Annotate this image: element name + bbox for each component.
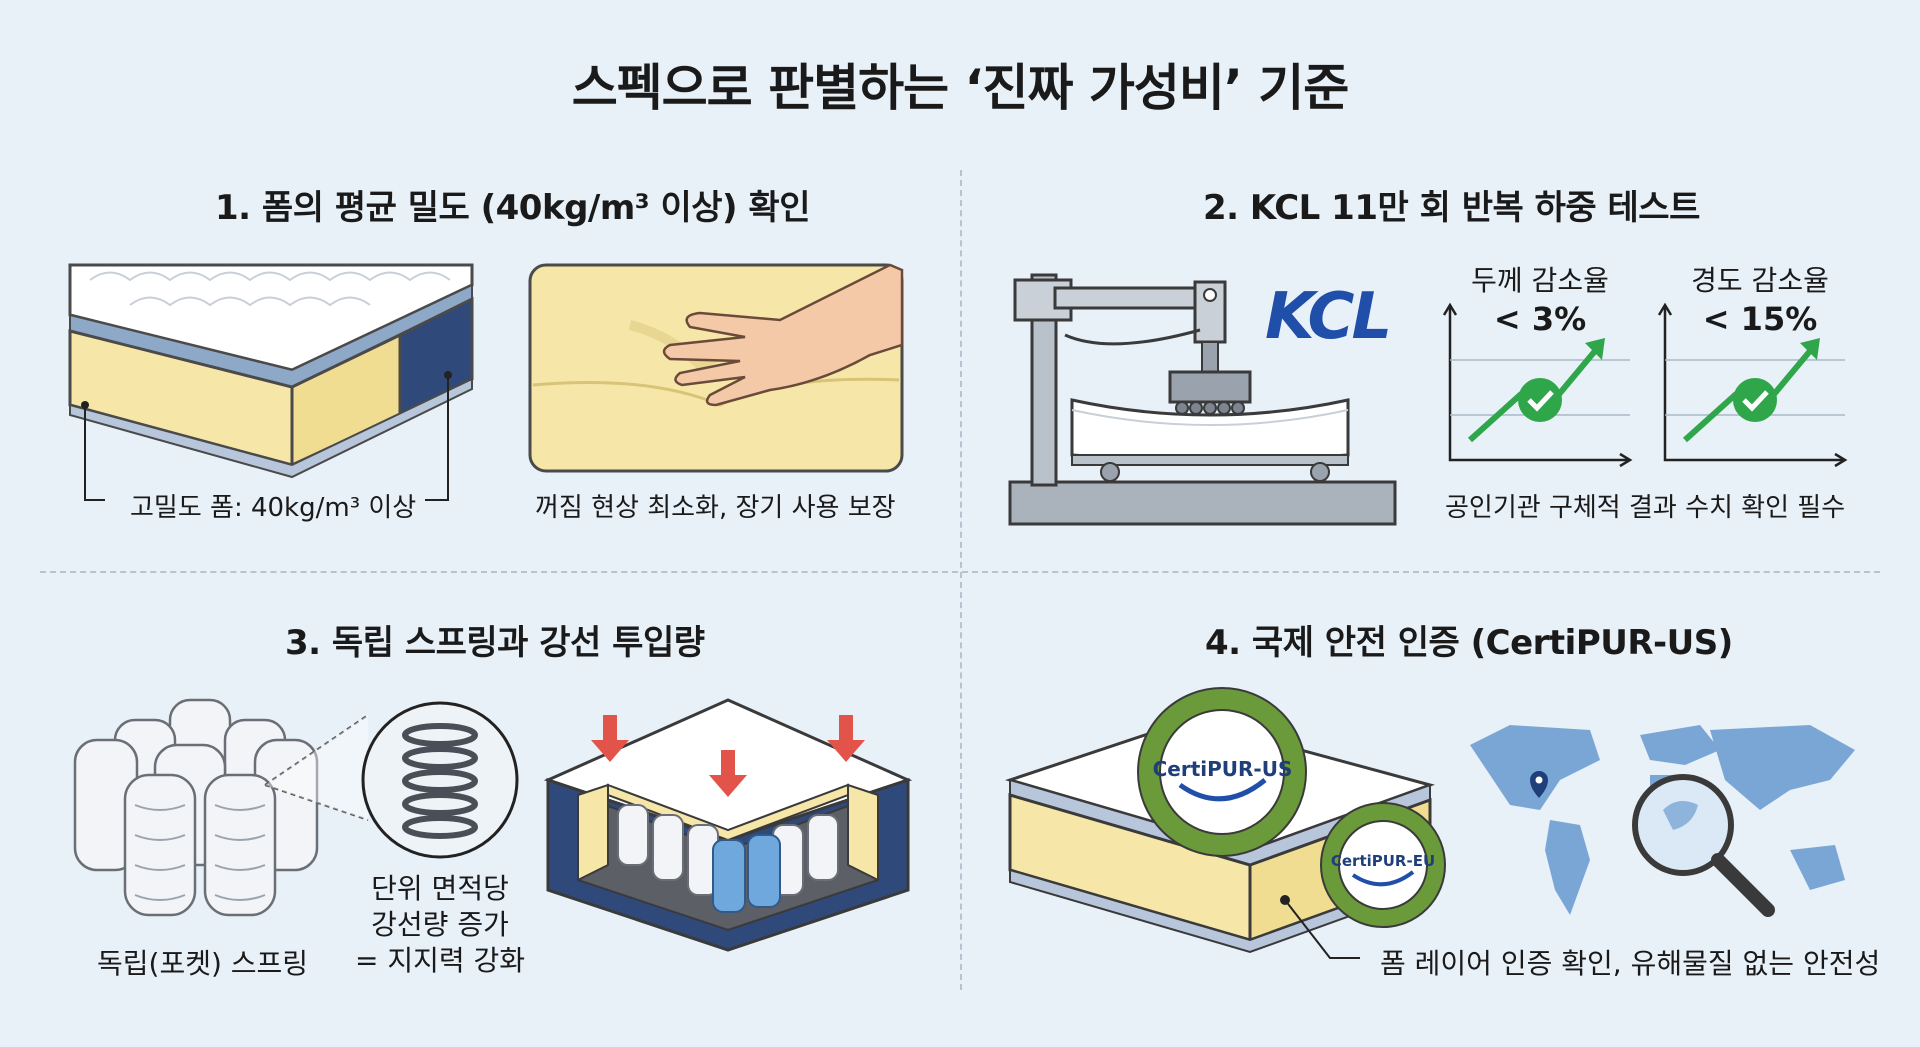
- metric-2-value: < 15%: [1702, 300, 1818, 338]
- spring-coil-zoom-illustration: [361, 701, 519, 859]
- kcl-logo: KCL: [1265, 280, 1392, 354]
- horizontal-divider: [40, 571, 1880, 573]
- section-1-caption-density: 고밀도 폼: 40kg/m³ 이상: [130, 493, 417, 523]
- page-title: 스펙으로 판별하는 ‘진짜 가성비’ 기준: [571, 59, 1350, 117]
- section-3-caption-line-2: 강선량 증가: [371, 908, 509, 941]
- certipur-eu-badge-ring: [1320, 802, 1446, 928]
- load-test-machine-illustration: [1008, 273, 1397, 526]
- spring-mattress-cutaway-illustration: [543, 698, 913, 952]
- section-4-caption: 폼 레이어 인증 확인, 유해물질 없는 안전성: [1380, 947, 1881, 980]
- metric-1-chart: [1442, 302, 1633, 468]
- metric-1-label: 두께 감소율: [1471, 264, 1609, 297]
- section-3-caption-pocket: 독립(포켓) 스프링: [97, 947, 309, 980]
- certipur-us-badge-ring: [1137, 687, 1307, 857]
- zoom-cone-lines: [264, 714, 369, 821]
- section-2-title: 2. KCL 11만 회 반복 하중 테스트: [1203, 188, 1700, 228]
- metric-1-value: < 3%: [1493, 300, 1587, 338]
- pocket-springs-illustration: [73, 698, 319, 917]
- hand-pressing-foam-illustration: [528, 263, 904, 473]
- magnifying-glass-icon: [1632, 774, 1775, 917]
- section-3-title: 3. 독립 스프링과 강선 투입량: [285, 623, 705, 663]
- metric-2-chart: [1657, 302, 1848, 468]
- section-3-caption-line-1: 단위 면적당: [371, 872, 509, 905]
- section-2-caption: 공인기관 구체적 결과 수치 확인 필수: [1445, 493, 1846, 523]
- section-1-title: 1. 폼의 평균 밀도 (40kg/m³ 이상) 확인: [215, 188, 810, 228]
- section-4-title: 4. 국제 안전 인증 (CertiPUR-US): [1205, 623, 1733, 663]
- certipur-eu-badge-text: CertiPUR-EU: [1330, 852, 1436, 870]
- metric-2-label: 경도 감소율: [1691, 264, 1829, 297]
- vertical-divider: [960, 170, 962, 990]
- section-1-caption-benefit: 꺼짐 현상 최소화, 장기 사용 보장: [535, 493, 896, 523]
- certipur-us-badge-text: CertiPUR-US: [1152, 757, 1293, 781]
- section-3-caption-line-3: = 지지력 강화: [354, 944, 526, 977]
- mattress-cross-section-illustration: [68, 263, 474, 501]
